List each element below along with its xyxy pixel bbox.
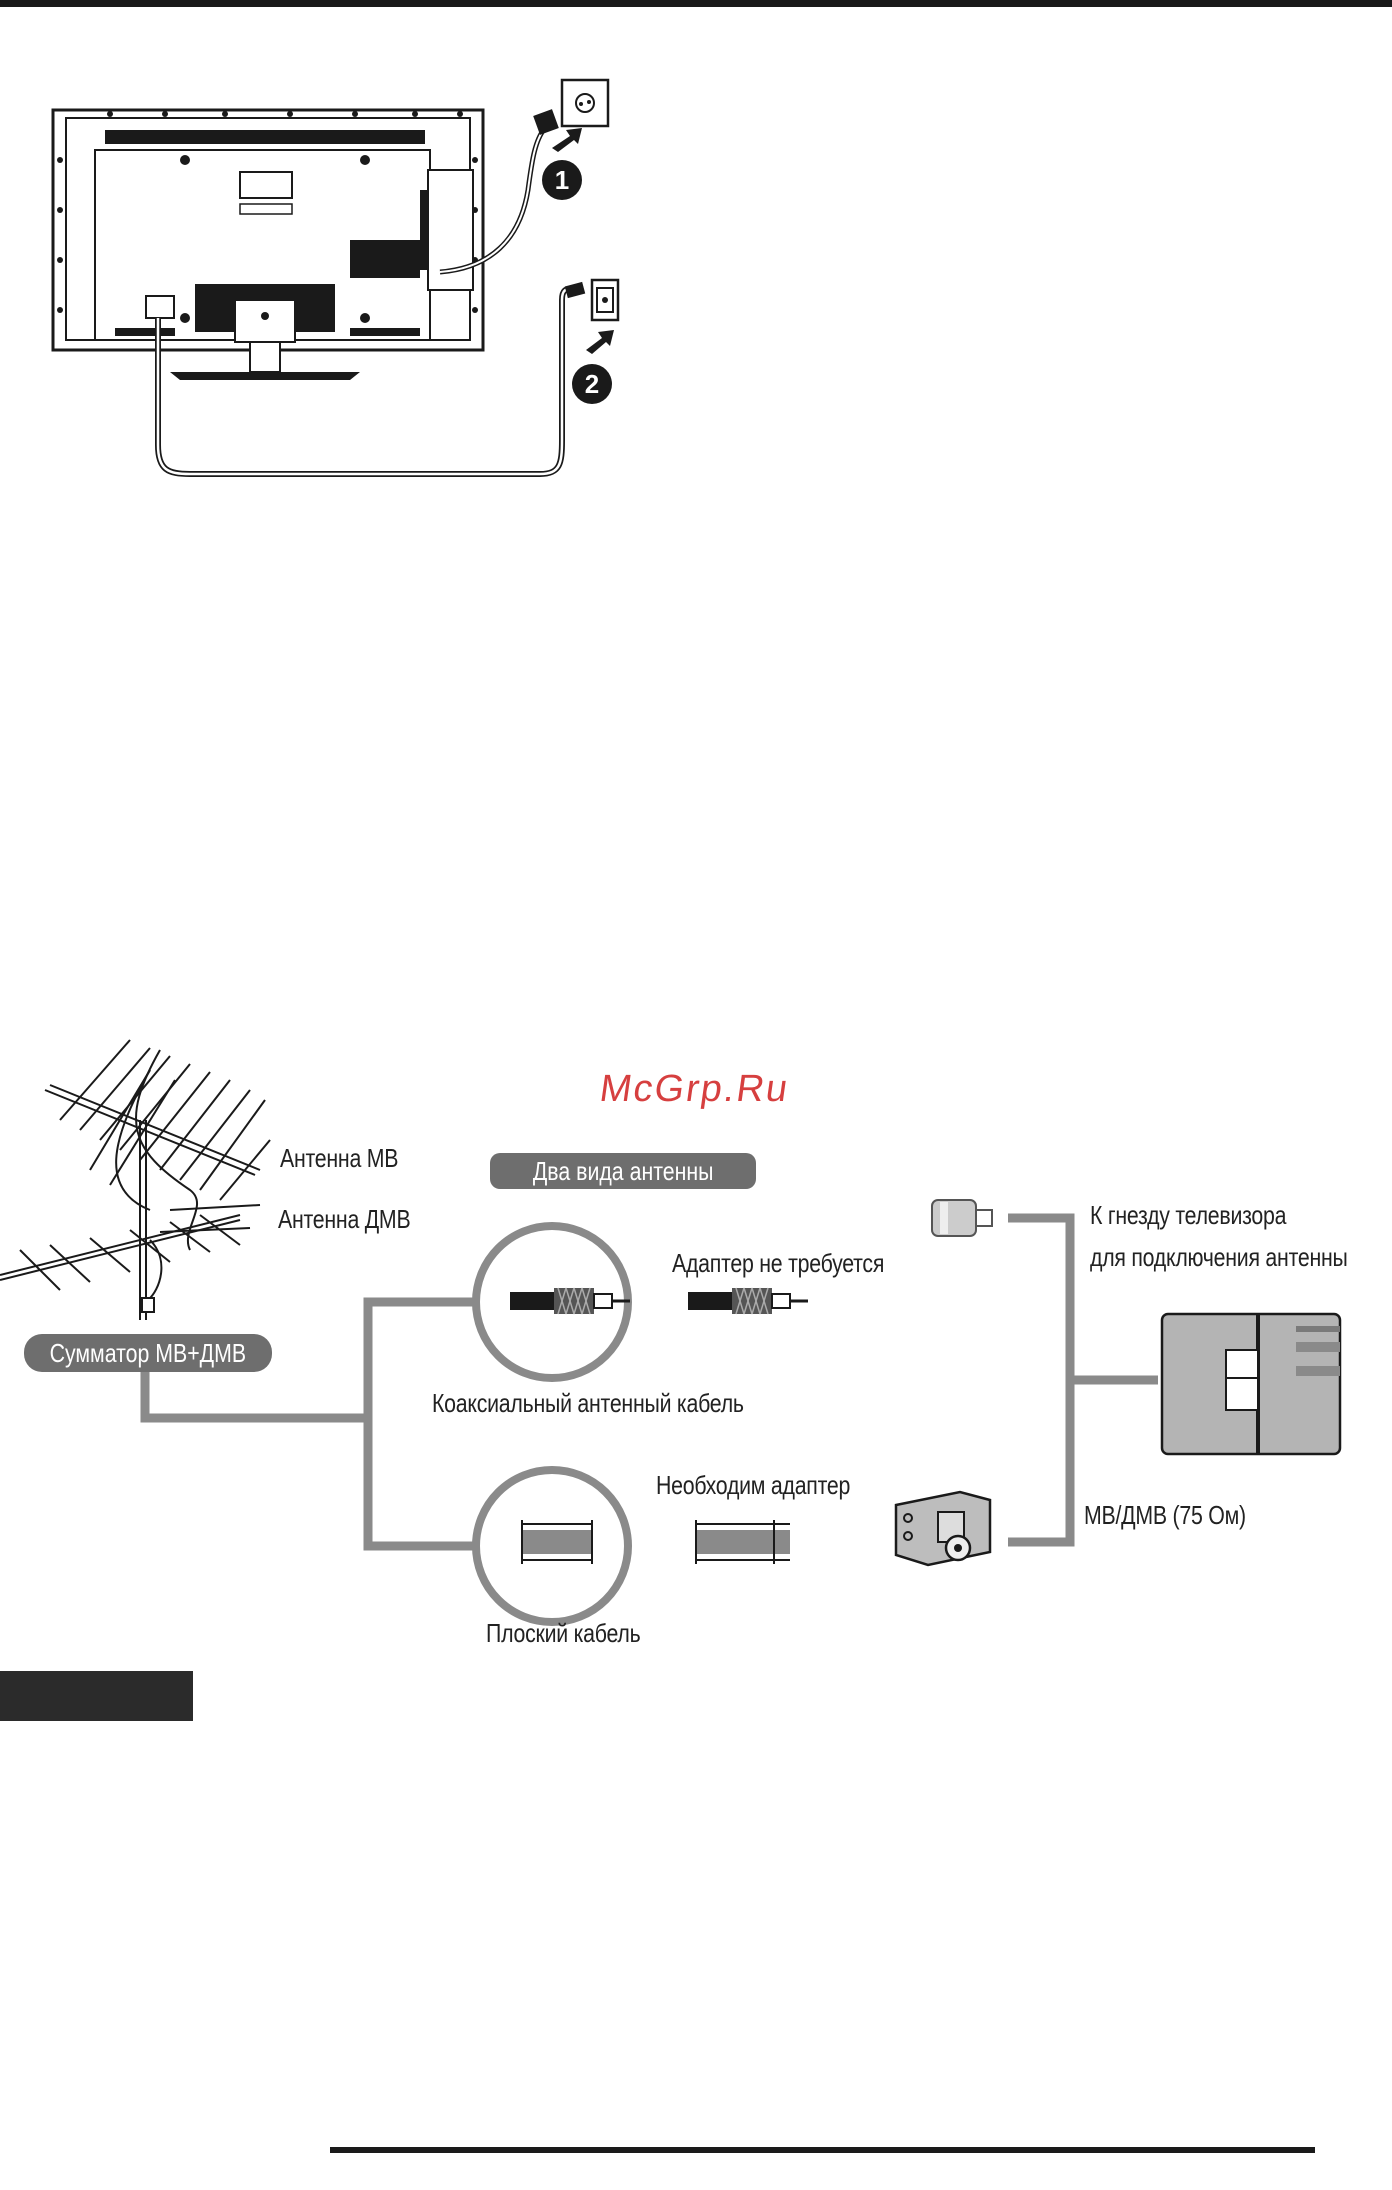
coax-plug-icon (932, 1200, 992, 1236)
label-adapter-required: Необходим адаптер (656, 1470, 850, 1501)
pill-combiner: Сумматор МВ+ДМВ (24, 1334, 272, 1372)
watermark: McGrp.Ru (597, 1068, 792, 1111)
tv-side-panel-icon (1162, 1314, 1340, 1454)
antenna-drawing (0, 1040, 270, 1320)
label-adapter-not-required: Адаптер не требуется (672, 1248, 884, 1279)
coax-cable-standalone-icon (688, 1288, 808, 1314)
pill-two-antenna-types: Два вида антенны (490, 1153, 756, 1189)
label-flat-cable: Плоский кабель (486, 1618, 640, 1649)
flat-cable-standalone-icon (696, 1520, 790, 1564)
label-tv-socket-line2: для подключения антенны (1090, 1242, 1348, 1273)
label-antenna-dmv: Антенна ДМВ (278, 1204, 410, 1235)
label-antenna-mv: Антенна МВ (280, 1143, 398, 1174)
bottom-rule (330, 2147, 1315, 2153)
adapter-icon (896, 1492, 990, 1565)
label-coax-cable: Коаксиальный антенный кабель (432, 1388, 744, 1419)
label-mv-dmv-75: МВ/ДМВ (75 Ом) (1084, 1500, 1246, 1531)
connection-lines (145, 1218, 1158, 1546)
section-tab (0, 1671, 193, 1721)
label-tv-socket-line1: К гнезду телевизора (1090, 1200, 1286, 1231)
